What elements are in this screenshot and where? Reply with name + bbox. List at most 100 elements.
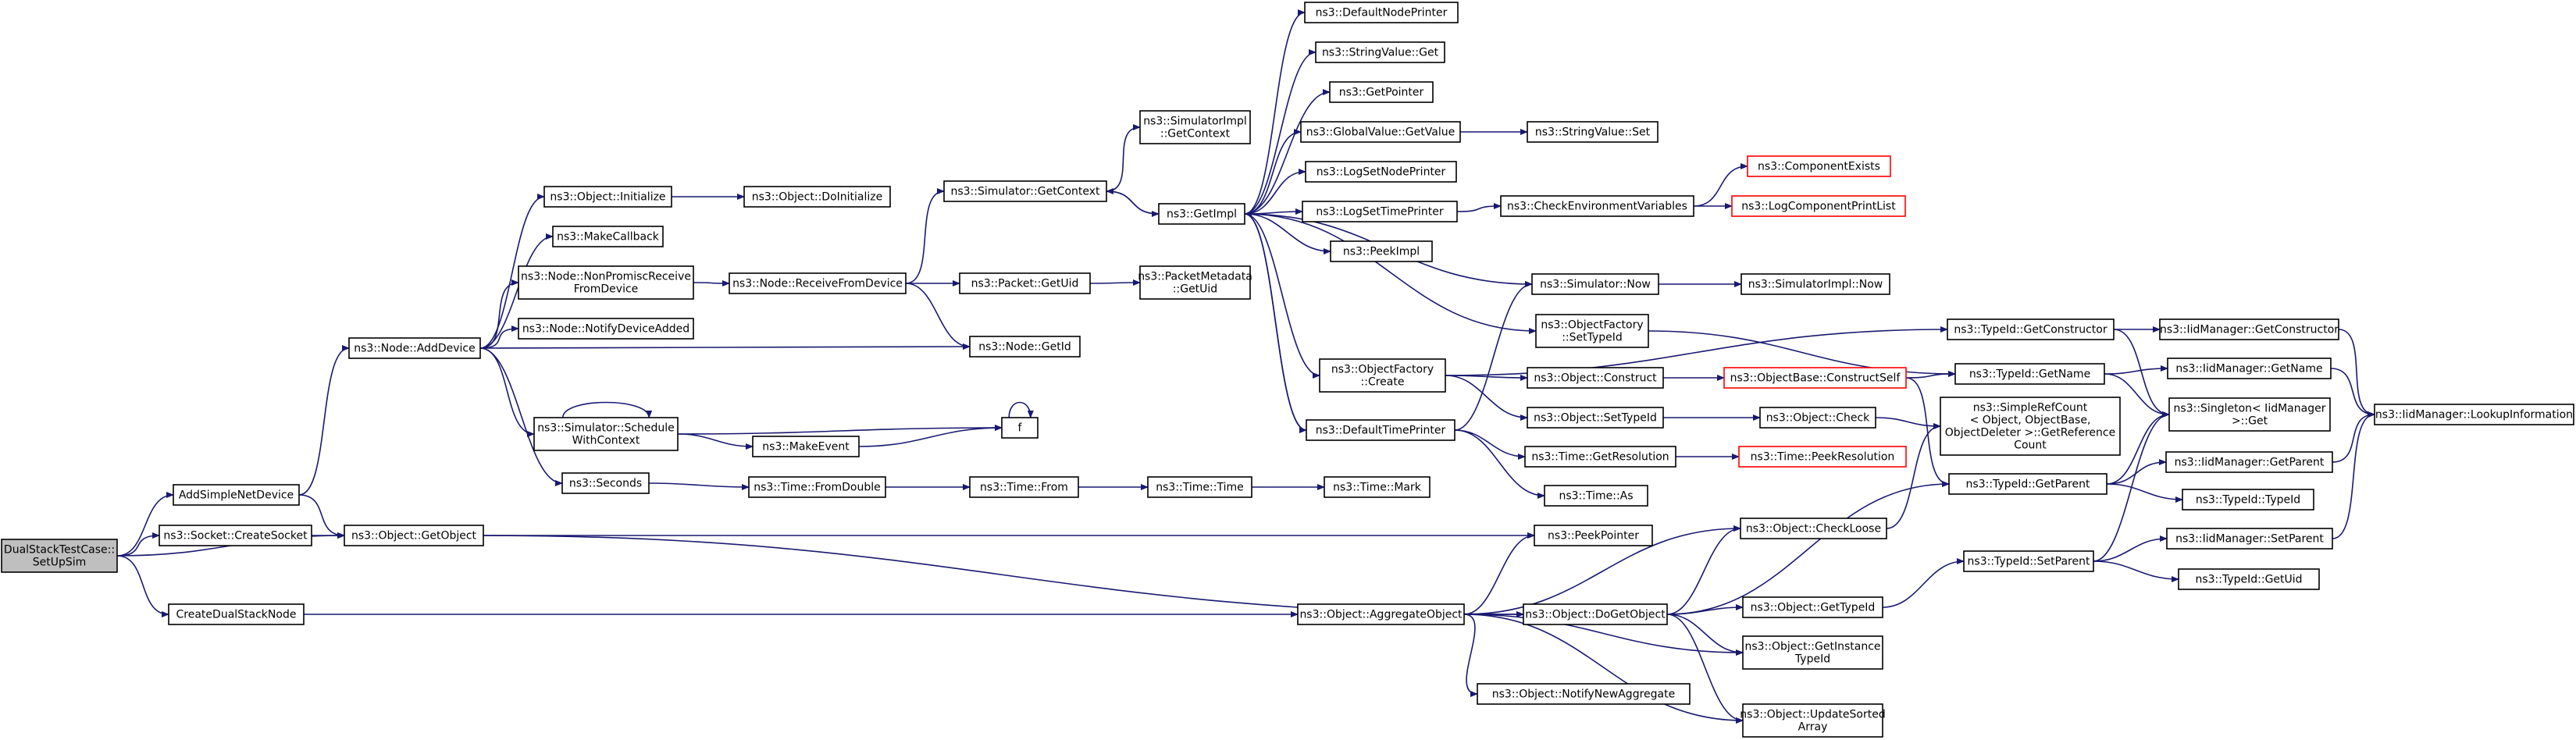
node-root[interactable]: DualStackTestCase::SetUpSim — [1, 539, 118, 573]
node-label-line: ns3::PacketMetadata — [1138, 271, 1252, 283]
edge — [1244, 211, 1307, 431]
node-time-peek-resolution[interactable]: ns3::Time::PeekResolution — [1738, 446, 1907, 468]
edge — [905, 188, 945, 284]
node-object-get-object[interactable]: ns3::Object::GetObject — [344, 525, 484, 546]
edge — [1244, 129, 1302, 215]
node-default-time-printer[interactable]: ns3::DefaultTimePrinter — [1306, 419, 1455, 441]
edge — [298, 345, 350, 496]
node-type-id-type-id[interactable]: ns3::TypeId::TypeId — [2182, 489, 2314, 511]
node-iid-get-name[interactable]: ns3::IidManager::GetName — [2167, 358, 2332, 379]
node-box — [2168, 397, 2331, 432]
node-node-receive-from-device[interactable]: ns3::Node::ReceiveFromDevice — [729, 272, 907, 294]
node-make-event[interactable]: ns3::MakeEvent — [752, 436, 860, 457]
node-type-id-get-parent[interactable]: ns3::TypeId::GetParent — [1948, 473, 2107, 495]
node-object-initialize[interactable]: ns3::Object::Initialize — [543, 186, 672, 208]
node-object-base-construct-self[interactable]: ns3::ObjectBase::ConstructSelf — [1723, 367, 1907, 389]
node-object-construct[interactable]: ns3::Object::Construct — [1527, 367, 1664, 389]
node-object-set-type-id[interactable]: ns3::Object::SetTypeId — [1527, 407, 1664, 429]
edge — [1463, 614, 1744, 724]
edge — [1882, 558, 1965, 608]
node-label-line: ns3::IidManager::GetParent — [2175, 457, 2325, 469]
node-check-environment-variables[interactable]: ns3::CheckEnvironmentVariables — [1500, 195, 1694, 217]
node-time-from[interactable]: ns3::Time::From — [969, 476, 1079, 498]
node-time-get-resolution[interactable]: ns3::Time::GetResolution — [1524, 446, 1676, 468]
node-iid-set-parent[interactable]: ns3::IidManager::SetParent — [2166, 528, 2333, 550]
node-make-callback[interactable]: ns3::MakeCallback — [552, 226, 664, 247]
node-box — [533, 417, 679, 451]
node-create-dual-stack-node[interactable]: CreateDualStackNode — [168, 603, 305, 625]
node-simulator-now[interactable]: ns3::Simulator::Now — [1531, 273, 1659, 295]
node-label-line: FromDevice — [574, 283, 639, 296]
node-label-line: >::Get — [2232, 415, 2268, 428]
node-label-line: ns3::Object::GetObject — [351, 530, 477, 543]
node-simulator-get-context[interactable]: ns3::Simulator::GetContext — [943, 180, 1107, 202]
node-global-value-get-value[interactable]: ns3::GlobalValue::GetValue — [1300, 121, 1461, 143]
node-singleton-get[interactable]: ns3::Singleton< IidManager>::Get — [2168, 397, 2331, 432]
node-iid-get-constructor[interactable]: ns3::IidManager::GetConstructor — [2159, 318, 2339, 340]
node-peek-impl[interactable]: ns3::PeekImpl — [1330, 240, 1433, 262]
edge — [479, 347, 535, 437]
node-type-id-get-name[interactable]: ns3::TypeId::GetName — [1954, 363, 2105, 385]
node-simulator-impl-now[interactable]: ns3::SimulatorImpl::Now — [1740, 273, 1890, 295]
node-object-aggregate-object[interactable]: ns3::Object::AggregateObject — [1297, 603, 1465, 625]
node-label-line: ns3::Time::Time — [1156, 482, 1243, 494]
node-object-check[interactable]: ns3::Object::Check — [1759, 407, 1876, 429]
node-f[interactable]: f — [1001, 417, 1039, 439]
edge-object-base-construct-self-to-type-id-get-parent — [1905, 377, 1950, 487]
node-log-set-node-printer[interactable]: ns3::LogSetNodePrinter — [1305, 161, 1457, 183]
node-object-get-type-id[interactable]: ns3::Object::GetTypeId — [1742, 596, 1883, 618]
node-packet-get-uid[interactable]: ns3::Packet::GetUid — [959, 272, 1091, 294]
node-type-id-get-uid[interactable]: ns3::TypeId::GetUid — [2178, 568, 2320, 590]
node-object-do-get-object[interactable]: ns3::Object::DoGetObject — [1523, 603, 1668, 625]
node-log-set-time-printer[interactable]: ns3::LogSetTimePrinter — [1302, 201, 1458, 222]
node-string-value-set[interactable]: ns3::StringValue::Set — [1527, 121, 1659, 143]
node-peek-pointer[interactable]: ns3::PeekPointer — [1534, 525, 1653, 546]
node-simple-ref-count[interactable]: ns3::SimpleRefCount< Object, ObjectBase,… — [1940, 397, 2121, 456]
node-node-add-device[interactable]: ns3::Node::AddDevice — [348, 337, 481, 359]
node-time-as[interactable]: ns3::Time::As — [1544, 485, 1648, 507]
node-object-check-loose[interactable]: ns3::Object::CheckLoose — [1740, 518, 1887, 539]
node-time-from-double[interactable]: ns3::Time::FromDouble — [748, 476, 886, 498]
edge — [677, 433, 754, 450]
node-time-mark[interactable]: ns3::Time::Mark — [1324, 476, 1431, 498]
node-socket-create-socket[interactable]: ns3::Socket::CreateSocket — [159, 525, 312, 546]
node-simulator-impl-get-context[interactable]: ns3::SimulatorImpl::GetContext — [1139, 110, 1251, 144]
node-label-line: ns3::LogSetNodePrinter — [1317, 166, 1446, 179]
node-iid-get-parent[interactable]: ns3::IidManager::GetParent — [2165, 451, 2333, 473]
edge — [1905, 371, 1956, 379]
node-add-simple-net-device[interactable]: AddSimpleNetDevice — [173, 484, 300, 506]
node-log-component-print-list[interactable]: ns3::LogComponentPrintList — [1731, 195, 1906, 217]
node-type-id-get-constructor[interactable]: ns3::TypeId::GetConstructor — [1947, 318, 2115, 340]
node-object-do-initialize[interactable]: ns3::Object::DoInitialize — [743, 186, 891, 208]
node-object-factory-set-type-id[interactable]: ns3::ObjectFactory::SetTypeId — [1535, 314, 1649, 348]
node-node-notify-device-added[interactable]: ns3::Node::NotifyDeviceAdded — [518, 318, 694, 340]
edge-simulator-schedule-with-context-to-simulator-schedule-with-context — [562, 401, 653, 418]
edge — [116, 555, 169, 617]
node-label-line: ns3::LogSetTimePrinter — [1316, 206, 1444, 219]
node-node-get-id[interactable]: ns3::Node::GetId — [969, 336, 1081, 358]
node-packet-metadata-get-uid[interactable]: ns3::PacketMetadata::GetUid — [1138, 265, 1252, 300]
node-iid-lookup-information[interactable]: ns3::IidManager::LookupInformation — [2374, 404, 2574, 425]
node-label-line: ObjectDeleter >::GetReference — [1945, 427, 2115, 439]
node-object-factory-create[interactable]: ns3::ObjectFactory::Create — [1319, 358, 1446, 393]
edge-object-factory-create-to-object-construct — [1445, 374, 1528, 381]
node-label-line: ::Create — [1361, 376, 1405, 389]
node-component-exists[interactable]: ns3::ComponentExists — [1747, 155, 1891, 177]
node-type-id-set-parent[interactable]: ns3::TypeId::SetParent — [1963, 550, 2094, 572]
node-seconds[interactable]: ns3::Seconds — [561, 472, 650, 494]
node-object-notify-new-aggregate[interactable]: ns3::Object::NotifyNewAggregate — [1477, 683, 1691, 705]
node-default-node-printer[interactable]: ns3::DefaultNodePrinter — [1304, 2, 1459, 23]
node-get-pointer[interactable]: ns3::GetPointer — [1329, 81, 1434, 103]
node-time-time[interactable]: ns3::Time::Time — [1147, 476, 1252, 498]
node-get-impl[interactable]: ns3::GetImpl — [1158, 203, 1245, 225]
node-string-value-get[interactable]: ns3::StringValue::Get — [1315, 41, 1445, 63]
edge — [1454, 281, 1533, 431]
edge — [1445, 375, 1528, 421]
edge-add-simple-net-device-to-node-add-device — [298, 345, 350, 496]
